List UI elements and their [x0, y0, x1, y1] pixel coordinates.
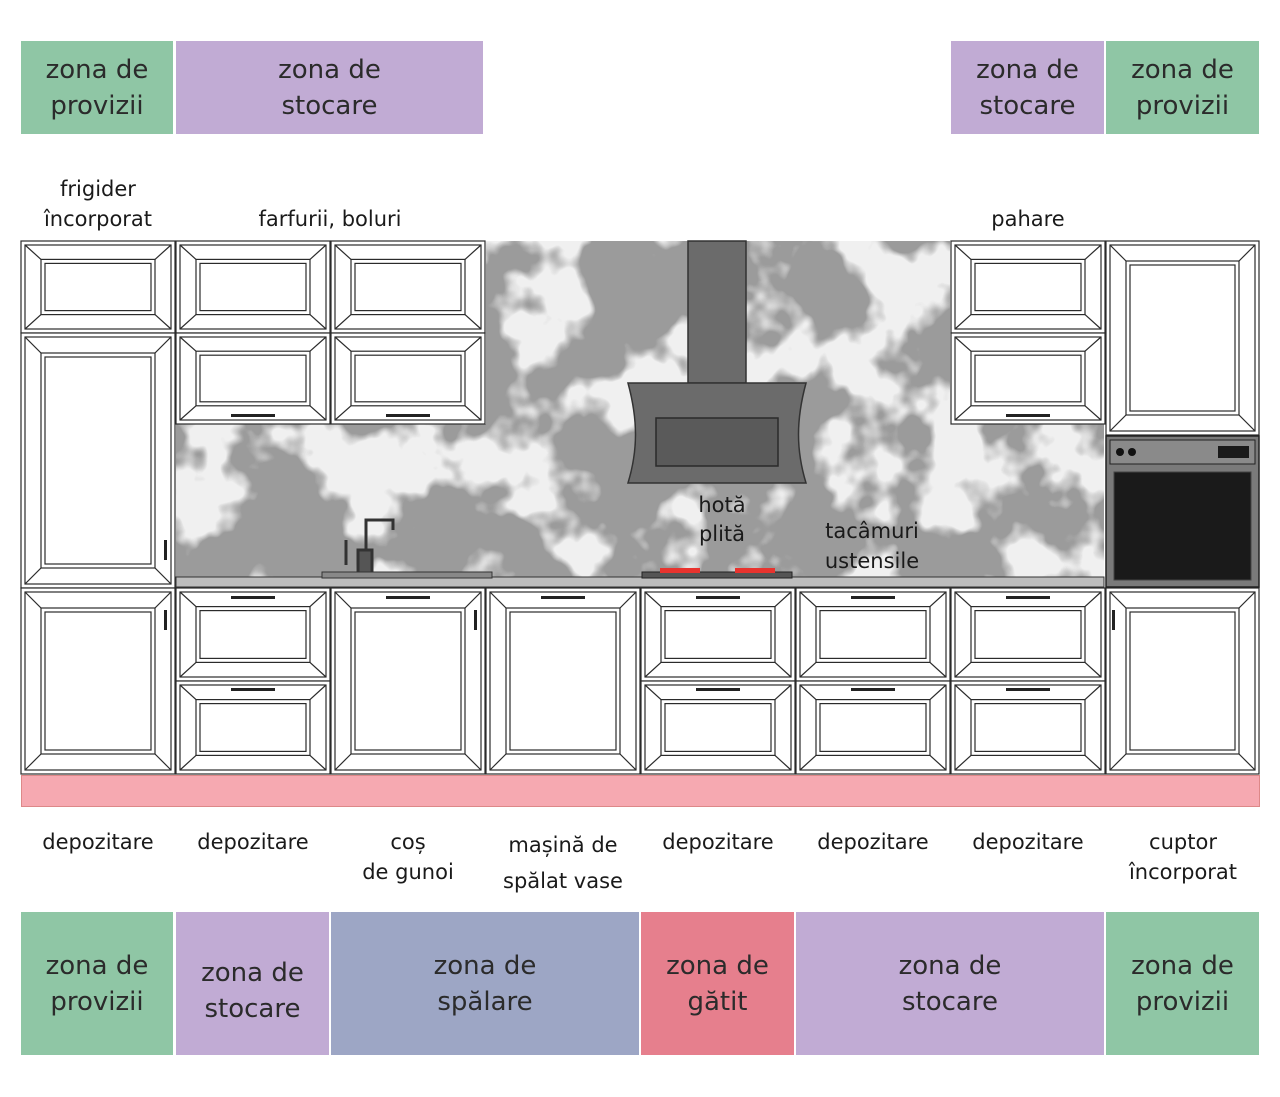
range-hood: [626, 240, 808, 484]
zone-stocare-bottom-right: zona de stocare: [796, 912, 1104, 1055]
base-5-drawer-top: [640, 587, 796, 682]
zone-gatit: zona de gătit: [641, 912, 794, 1055]
dishwasher-handle: [541, 596, 585, 599]
base-7-drawer-bottom-handle: [1006, 688, 1050, 691]
label-base-2: depozitare: [197, 830, 309, 854]
label-trash-bin: coș de gunoi: [362, 830, 454, 884]
label-base-5: depozitare: [662, 830, 774, 854]
zone-stocare-bottom-left: zona de stocare: [176, 912, 329, 1055]
fridge-handle: [164, 540, 167, 560]
zone-provizii-bottom-left: zona de provizii: [21, 912, 173, 1055]
label-oven: cuptor încorporat: [1128, 830, 1238, 884]
base-2-drawer-top-handle: [231, 596, 275, 599]
label-plates: farfurii, boluri: [258, 207, 402, 231]
base-6-drawer-bottom: [795, 680, 951, 775]
zone-stocare-top-left: zona de stocare: [176, 41, 483, 134]
hob-burner-1: [660, 568, 700, 573]
fridge-door: [20, 332, 176, 589]
hob-surface: [641, 571, 793, 579]
base-2-drawer-bottom: [175, 680, 331, 775]
label-hood: hotă: [698, 493, 746, 517]
wall-cab-2-bottom: [330, 332, 486, 425]
wall-cab-3-bottom: [950, 332, 1106, 425]
trash-bin-handle: [474, 610, 477, 630]
tall-right-top-door: [1105, 240, 1260, 436]
base-7-drawer-top: [950, 587, 1106, 682]
zone-provizii-bottom-right: zona de provizii: [1106, 912, 1259, 1055]
oven-display: [1218, 446, 1249, 458]
label-base-6: depozitare: [817, 830, 929, 854]
dishwasher-door: [485, 587, 641, 775]
oven-knob-2: [1128, 448, 1136, 456]
label-base-1: depozitare: [42, 830, 154, 854]
built-in-oven: [1105, 435, 1260, 588]
trash-bin-top-handle: [386, 596, 430, 599]
wall-cab-1-top: [175, 240, 331, 334]
appliance-fixtures: [175, 435, 1260, 588]
wall-cab-1-handle: [231, 414, 275, 417]
trash-bin-door: [330, 587, 486, 775]
zone-provizii-top-right: zona de provizii: [1106, 41, 1259, 134]
countertop: [175, 576, 1105, 588]
plinth-strip: [21, 775, 1260, 807]
base-6-drawer-top: [795, 587, 951, 682]
wall-cab-3-handle: [1006, 414, 1050, 417]
base-2-drawer-top: [175, 587, 331, 682]
label-base-7: depozitare: [972, 830, 1084, 854]
zone-provizii-top-left: zona de provizii: [21, 41, 173, 134]
oven-knob-1: [1116, 448, 1124, 456]
base-6-drawer-top-handle: [851, 596, 895, 599]
base-6-drawer-bottom-handle: [851, 688, 895, 691]
oven-window: [1113, 471, 1252, 581]
base-5-drawer-bottom: [640, 680, 796, 775]
tall-right-base-door: [1105, 587, 1260, 775]
zone-spalare: zona de spălare: [331, 912, 639, 1055]
base-7-drawer-top-handle: [1006, 596, 1050, 599]
label-hob: plită: [698, 522, 746, 546]
wall-cab-2-top: [330, 240, 486, 334]
label-cutlery: tacâmuri ustensile: [824, 519, 920, 573]
wall-cab-1-bottom: [175, 332, 331, 425]
tall-left-base-door: [20, 587, 176, 775]
base-5-drawer-bottom-handle: [696, 688, 740, 691]
tall-left-top-door: [20, 240, 176, 334]
label-glasses: pahare: [991, 207, 1065, 231]
label-fridge: frigider încorporat: [43, 177, 153, 231]
hob-burner-2: [735, 568, 775, 573]
base-5-drawer-top-handle: [696, 596, 740, 599]
zone-stocare-top-right: zona de stocare: [951, 41, 1104, 134]
base-right-handle: [1112, 610, 1115, 630]
base-2-drawer-bottom-handle: [231, 688, 275, 691]
label-dishwasher: mașină de spălat vase: [503, 833, 623, 893]
wall-cab-3-top: [950, 240, 1106, 334]
base-left-handle: [164, 610, 167, 630]
wall-cab-2-handle: [386, 414, 430, 417]
faucet: [344, 518, 395, 577]
cabinet-fronts: [20, 240, 1260, 775]
sink-rim: [321, 571, 493, 579]
base-7-drawer-bottom: [950, 680, 1106, 775]
